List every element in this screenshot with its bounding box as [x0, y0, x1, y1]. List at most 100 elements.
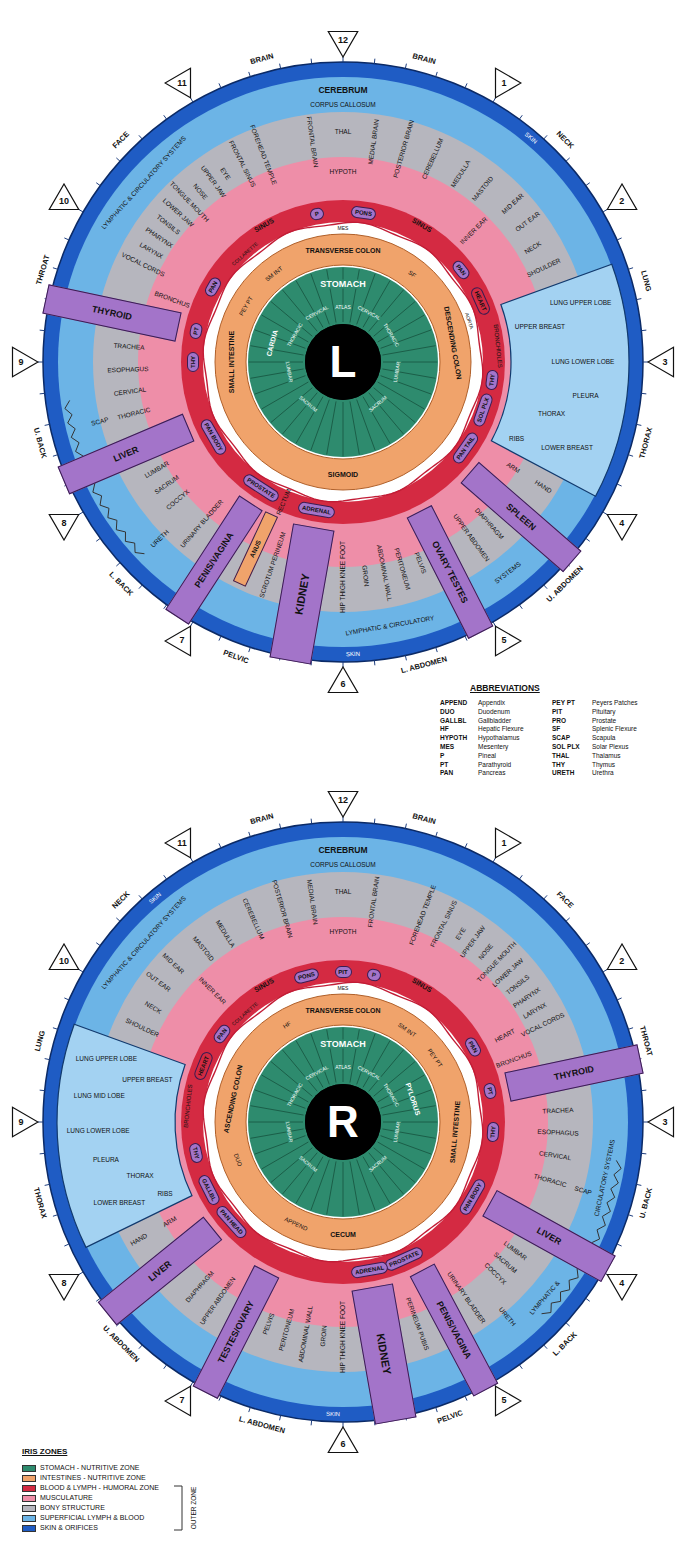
stomach-spoke: [327, 269, 336, 322]
node-text: 1: [501, 79, 506, 88]
legend-swatch: [22, 1525, 36, 1532]
rim-tick: [586, 183, 590, 186]
rim-tick: [311, 1420, 313, 1425]
node-text: THYROID: [91, 304, 132, 321]
rim-tick: [311, 59, 313, 64]
rim-tick: [628, 1215, 633, 1217]
marker-triangle-shape: [496, 68, 522, 97]
rim-tick: [566, 158, 570, 161]
marker-triangle-shape: [165, 1386, 191, 1415]
zone-label: SKIN: [346, 651, 360, 657]
rim-tick: [249, 647, 251, 652]
zone-label: THORAX: [32, 1187, 47, 1220]
bracket-label: OUTER ZONE: [191, 1487, 198, 1530]
zone-label: CEREBRUM: [318, 846, 367, 855]
rim-tick: [280, 64, 281, 69]
stomach-spoke: [343, 1162, 344, 1216]
table-cell: PIT: [552, 709, 562, 716]
zone-label: UPPER BREAST: [515, 324, 565, 331]
zone-ring: [58, 77, 628, 647]
node-text: R: [327, 1100, 359, 1144]
node-text: 5: [501, 636, 506, 645]
rim-tick: [465, 843, 467, 848]
intestine-outline: [215, 234, 471, 490]
rim-tick: [374, 819, 376, 824]
clock-marker: 9: [3, 1104, 39, 1140]
rim-tick: [219, 83, 221, 88]
collarette-line: [203, 222, 483, 502]
rim-tick: [617, 1244, 622, 1246]
rim-tick: [53, 1215, 58, 1217]
stomach-spoke: [250, 1106, 303, 1115]
zone-label: LUNG: [33, 1029, 46, 1051]
table-cell: PEY PT: [552, 700, 575, 707]
rim-tick: [64, 238, 69, 240]
zone-label: THAL: [335, 889, 352, 896]
legend-bracket: [174, 1486, 182, 1530]
zone-label: RIBS: [157, 1191, 172, 1198]
stomach-spoke: [249, 1122, 303, 1123]
node-text: 4: [619, 519, 624, 528]
iris-chart: [38, 57, 648, 667]
legend-text: STOMACH - NUTRITIVE ZONE: [40, 1464, 139, 1472]
clock-marker: 4: [604, 505, 640, 541]
intestine-outline: [246, 265, 440, 459]
zone-label: CORPUS CALLOSUM: [310, 862, 375, 869]
rim-tick: [405, 655, 406, 660]
table-cell: Solar Plexus: [592, 744, 629, 751]
node-text: 11: [177, 839, 187, 848]
table-cell: Prostate: [592, 718, 616, 725]
rim-tick: [641, 393, 646, 395]
zone-label: LUNG LOWER LOBE: [552, 359, 615, 366]
node-text: 11: [177, 79, 187, 88]
zone-label: THORAX: [538, 411, 565, 418]
rim-tick: [64, 998, 69, 1000]
node-text: 7: [179, 636, 184, 645]
node-text: P: [314, 211, 319, 218]
table-cell: Parathyroid: [478, 762, 511, 769]
marker-triangle-shape: [607, 184, 636, 210]
zone-label: LUNG: [640, 269, 653, 291]
rim-tick: [436, 832, 438, 837]
node-text: LIVER: [112, 445, 140, 464]
stomach-spoke: [250, 346, 303, 355]
zone-label: LUNG MID LOBE: [74, 1093, 125, 1100]
zone-label: HIP THIGH KNEE FOOT: [340, 1301, 347, 1373]
node-text: 2: [619, 957, 624, 966]
marker-triangle-shape: [165, 828, 191, 857]
rim-tick: [40, 393, 45, 395]
clock-marker: 7: [164, 1383, 200, 1419]
table-cell: Pancreas: [478, 770, 505, 777]
rim-tick: [374, 660, 376, 665]
zone-label: PLEURA: [93, 1156, 119, 1163]
rim-tick: [628, 455, 633, 457]
table-cell: URETH: [552, 770, 574, 777]
legend-swatch: [22, 1465, 36, 1472]
legend-text: INTESTINES - NUTRITIVE ZONE: [40, 1474, 146, 1482]
zone-label: LOWER BREAST: [541, 445, 593, 452]
clock-marker: 12: [325, 782, 361, 818]
legend-text: SKIN & ORIFICES: [40, 1524, 98, 1532]
rim-tick: [96, 538, 100, 541]
table-cell: THAL: [552, 753, 569, 760]
table-cell: Gallbladder: [478, 718, 511, 725]
rim-tick: [96, 183, 100, 186]
zone-label: LUNG UPPER LOBE: [550, 299, 611, 306]
rim-tick: [164, 1365, 167, 1369]
rim-tick: [544, 135, 547, 139]
node-text: THY: [190, 356, 196, 368]
marker-triangle-shape: [49, 184, 78, 210]
table-cell: Splenic Flexure: [592, 726, 637, 733]
rim-tick: [636, 299, 641, 300]
table-cell: Scapula: [592, 735, 616, 742]
clock-marker: 4: [604, 1265, 640, 1301]
stomach-spoke: [382, 1106, 435, 1115]
clock-marker: 12: [325, 22, 361, 58]
clock-marker: 5: [486, 1383, 522, 1419]
node-text: 2: [619, 197, 624, 206]
iris-outline: [43, 822, 643, 1422]
rim-tick: [519, 875, 522, 879]
table-cell: Thymus: [592, 762, 615, 769]
legend-swatch: [22, 1505, 36, 1512]
organ-oval: THY: [486, 1122, 499, 1143]
